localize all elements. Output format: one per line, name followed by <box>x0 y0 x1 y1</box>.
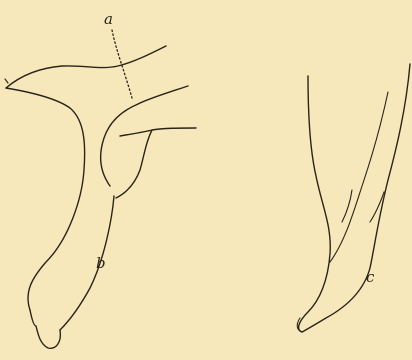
right-specimen-right-edge <box>302 64 410 332</box>
left-specimen-stalk-right <box>60 196 114 330</box>
left-specimen-foot <box>30 310 60 348</box>
left-specimen-inner-line <box>101 104 138 186</box>
right-specimen <box>297 64 410 332</box>
leader-line-a <box>112 30 132 98</box>
label-a: a <box>104 10 113 28</box>
left-specimen-shoulder <box>120 128 196 136</box>
left-specimen-top-edge <box>6 46 166 88</box>
label-b: b <box>96 254 106 272</box>
right-specimen-inner-line-2 <box>330 92 388 262</box>
label-c: c <box>366 268 375 286</box>
right-specimen-left-edge <box>299 76 331 332</box>
left-specimen-left-flank <box>6 88 85 310</box>
left-specimen <box>5 30 196 348</box>
left-specimen-arm-upper <box>138 86 188 104</box>
right-specimen-inner-line-1 <box>342 190 352 222</box>
